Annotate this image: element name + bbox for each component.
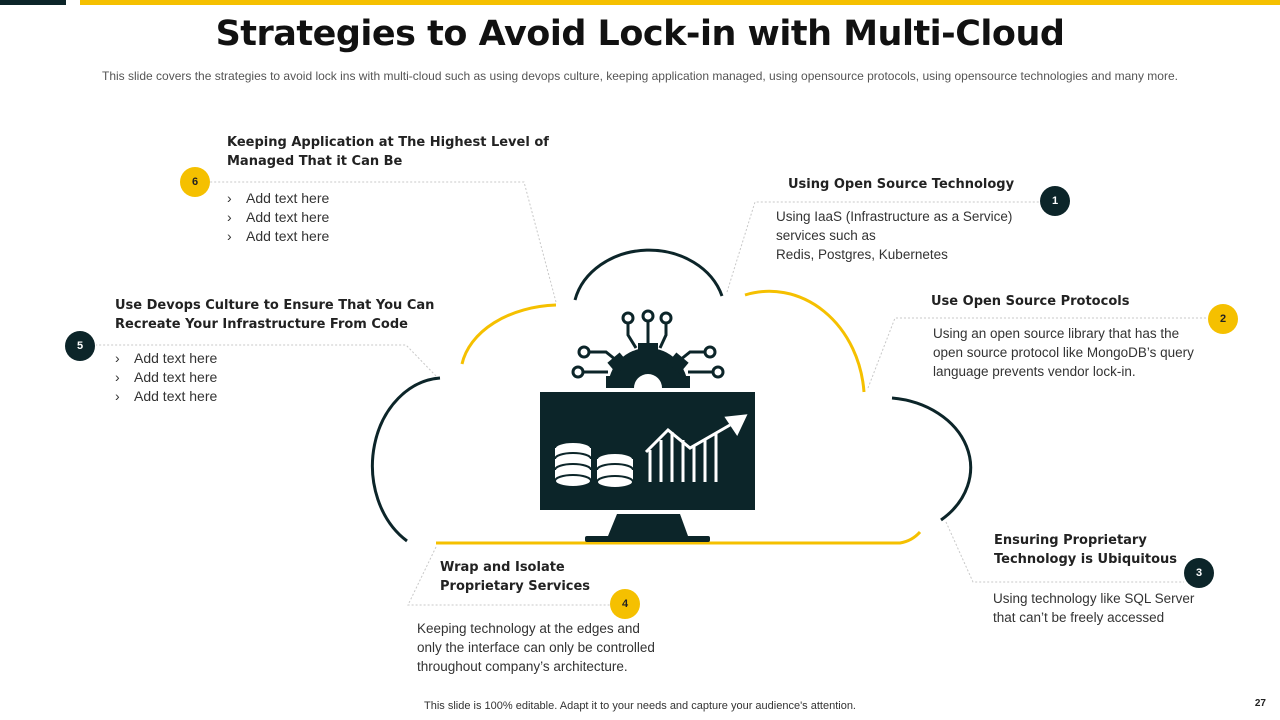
connector-1	[726, 201, 1040, 293]
slide-subtitle: This slide covers the strategies to avoi…	[102, 69, 1178, 83]
cloud-arc-right	[891, 396, 973, 522]
strategy-2-heading: Use Open Source Protocols	[931, 294, 1130, 309]
bullet-item: Add text here	[227, 227, 329, 246]
slide-title: Strategies to Avoid Lock-in with Multi-C…	[215, 14, 1065, 54]
growth-chart-icon	[644, 414, 748, 482]
cloud-arc-top	[573, 248, 724, 301]
bullet-item: Add text here	[115, 387, 217, 406]
strategy-5-bullets: Add text here Add text here Add text her…	[115, 349, 217, 406]
top-accent-bar-dark	[0, 0, 66, 5]
connector-5	[96, 344, 437, 377]
strategy-4-body: Keeping technology at the edges and only…	[417, 621, 655, 674]
strategy-6-badge: 6	[180, 167, 210, 197]
strategy-1-heading: Using Open Source Technology	[788, 177, 1015, 192]
strategy-2-badge: 2	[1208, 304, 1238, 334]
strategy-1-body: Using IaaS (Infrastructure as a Service)…	[776, 209, 1013, 262]
cloud-arc-left	[370, 376, 441, 543]
connector-4	[407, 546, 610, 606]
cloud-base-line	[436, 530, 922, 545]
bullet-item: Add text here	[115, 368, 217, 387]
strategy-6-heading: Keeping Application at The Highest Level…	[227, 135, 549, 169]
top-accent-bar-yellow	[80, 0, 1280, 5]
cloud-arc-upper-right	[744, 289, 866, 393]
strategy-5-heading: Use Devops Culture to Ensure That You Ca…	[115, 298, 435, 332]
strategy-5-badge: 5	[65, 331, 95, 361]
database-icon	[554, 441, 634, 489]
bullet-item: Add text here	[227, 189, 329, 208]
connector-2	[867, 317, 1208, 389]
strategy-3-body: Using technology like SQL Server that ca…	[993, 591, 1195, 625]
strategy-2-body: Using an open source library that has th…	[933, 326, 1194, 379]
strategy-4-badge: 4	[610, 589, 640, 619]
gear-circuit-icon	[571, 309, 725, 388]
bullet-item: Add text here	[115, 349, 217, 368]
strategy-1-badge: 1	[1040, 186, 1070, 216]
strategy-4-heading: Wrap and Isolate Proprietary Services	[440, 560, 591, 594]
bullet-item: Add text here	[227, 208, 329, 227]
cloud-arc-upper-left	[460, 303, 557, 365]
strategy-3-heading: Ensuring Proprietary Technology is Ubiqu…	[994, 533, 1177, 567]
strategy-6-bullets: Add text here Add text here Add text her…	[227, 189, 329, 246]
footer-note: This slide is 100% editable. Adapt it to…	[424, 700, 856, 712]
strategy-3-badge: 3	[1184, 558, 1214, 588]
connector-6	[210, 181, 557, 303]
connector-3	[945, 521, 1184, 583]
page-number: 27	[1254, 698, 1266, 709]
